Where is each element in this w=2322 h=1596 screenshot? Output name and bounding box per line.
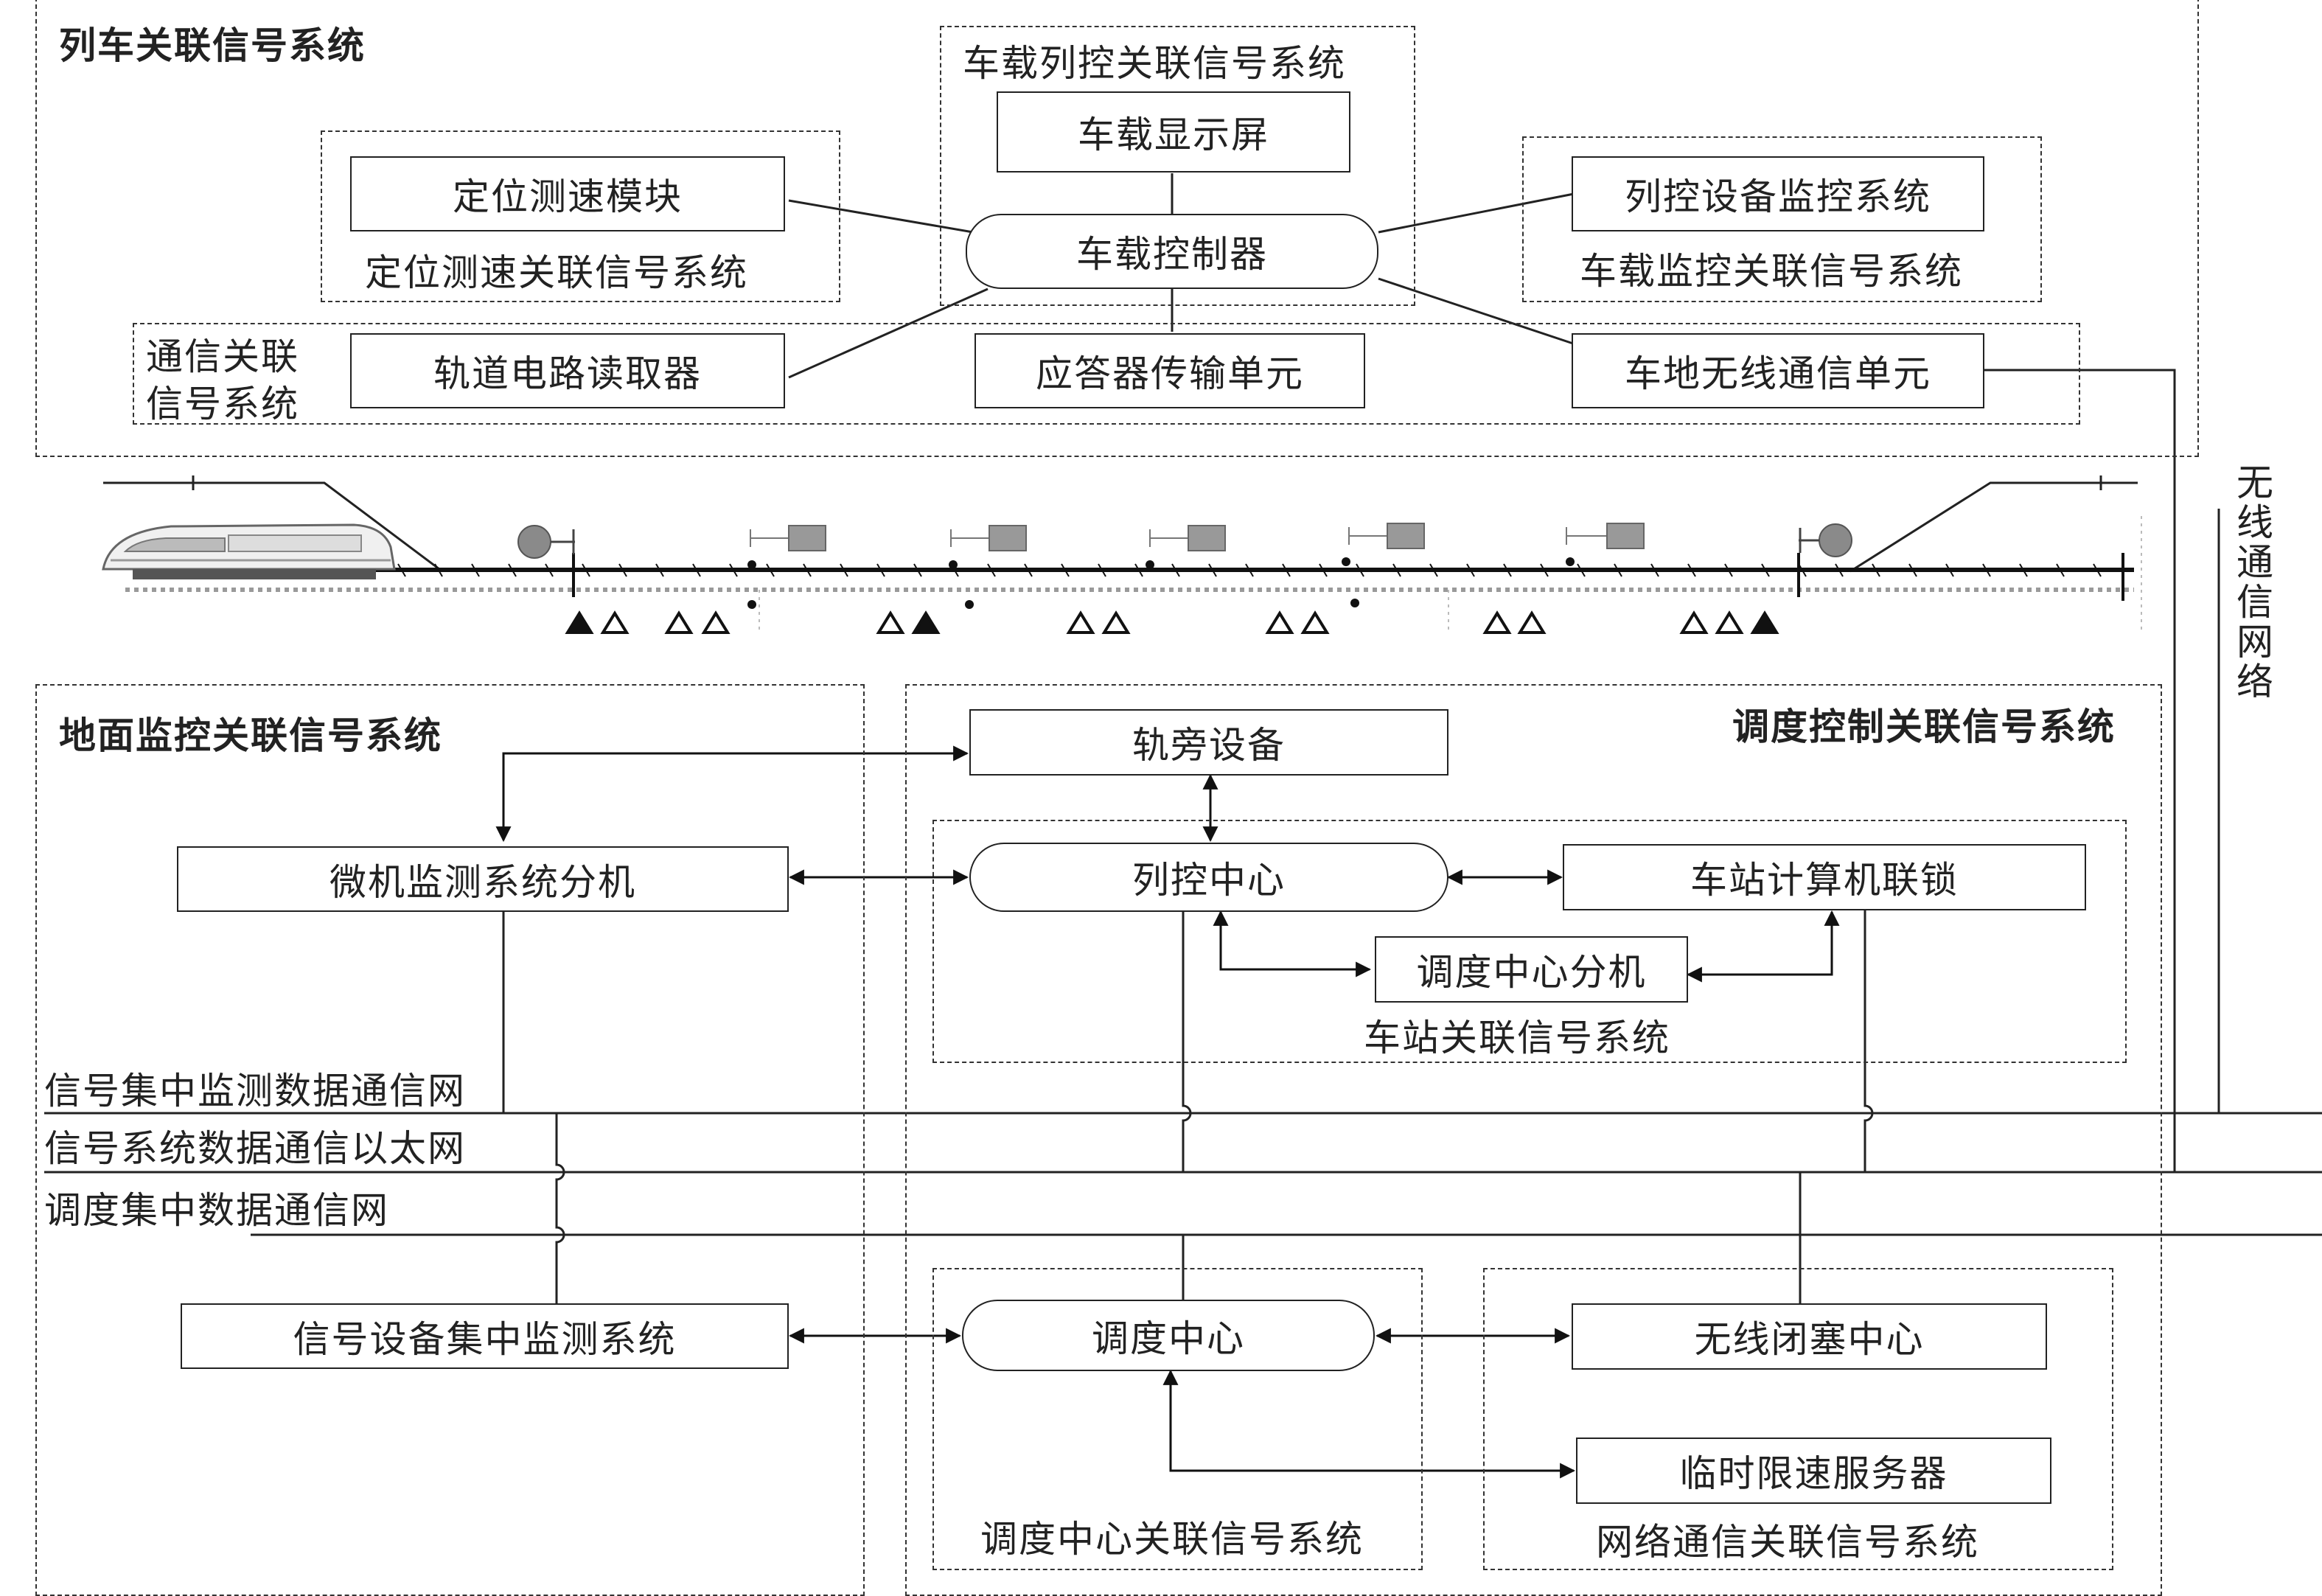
dispatch-center-group-region <box>932 1268 1423 1570</box>
railway-track <box>125 516 2142 634</box>
dispatch-center-box: 调度中心 <box>962 1300 1375 1371</box>
wireless-network-label: 无线通信网络 <box>2231 463 2273 702</box>
onboard-controller-box: 车载控制器 <box>966 214 1378 289</box>
train-icon <box>102 523 396 579</box>
monitor-system-box: 列控设备监控系统 <box>1572 156 1984 231</box>
ground-system-region <box>35 684 865 1596</box>
station-group-label: 车站关联信号系统 <box>1364 1017 1670 1059</box>
train-system-title: 列车关联信号系统 <box>59 24 366 67</box>
comm-group-region <box>133 323 2080 425</box>
track-signal-icon <box>750 523 1645 551</box>
radio-unit-box: 车地无线通信单元 <box>1572 333 1984 408</box>
onboard-display-box: 车载显示屏 <box>997 91 1350 173</box>
centralized-monitoring-box: 信号设备集中监测系统 <box>181 1303 789 1369</box>
comm-group-label-line1: 通信关联 <box>146 335 299 378</box>
monitor-group-label: 车载监控关联信号系统 <box>1580 250 1963 293</box>
dispatch-system-region <box>905 684 2162 1596</box>
trackside-equipment-box: 轨旁设备 <box>969 709 1448 776</box>
positioning-group-region <box>321 130 840 302</box>
balise-unit-box: 应答器传输单元 <box>975 333 1365 408</box>
onboard-group-region <box>940 26 1415 306</box>
monitor-group-region <box>1522 136 2042 302</box>
train-system-region <box>35 0 2199 457</box>
balise-icon <box>565 557 1779 634</box>
onboard-group-label: 车载列控关联信号系统 <box>963 42 1346 85</box>
microcomputer-extension-box: 微机监测系统分机 <box>177 846 789 912</box>
signal-ethernet-label: 信号系统数据通信以太网 <box>44 1127 466 1170</box>
station-group-region <box>932 820 2127 1063</box>
ground-system-title: 地面监控关联信号系统 <box>59 714 442 757</box>
signal-icon <box>517 523 1852 559</box>
positioning-group-label: 定位测速关联信号系统 <box>365 251 748 294</box>
network-comm-group-region <box>1483 1268 2113 1570</box>
dispatch-center-group-label: 调度中心关联信号系统 <box>980 1518 1364 1561</box>
network-comm-group-label: 网络通信关联信号系统 <box>1596 1521 1979 1564</box>
track-circuit-reader-box: 轨道电路读取器 <box>350 333 785 408</box>
dispatch-extension-box: 调度中心分机 <box>1375 936 1688 1003</box>
interlocking-box: 车站计算机联锁 <box>1563 844 2086 910</box>
rbc-box: 无线闭塞中心 <box>1572 1303 2047 1370</box>
comm-group-label-line2: 信号系统 <box>146 383 299 425</box>
positioning-module-box: 定位测速模块 <box>350 156 785 231</box>
dispatch-net-label: 调度集中数据通信网 <box>44 1189 389 1232</box>
signal-monitoring-net-label: 信号集中监测数据通信网 <box>44 1070 466 1112</box>
dispatch-system-title: 调度控制关联信号系统 <box>1732 705 2116 748</box>
tcc-box: 列控中心 <box>969 843 1448 912</box>
tsr-server-box: 临时限速服务器 <box>1576 1438 2051 1504</box>
